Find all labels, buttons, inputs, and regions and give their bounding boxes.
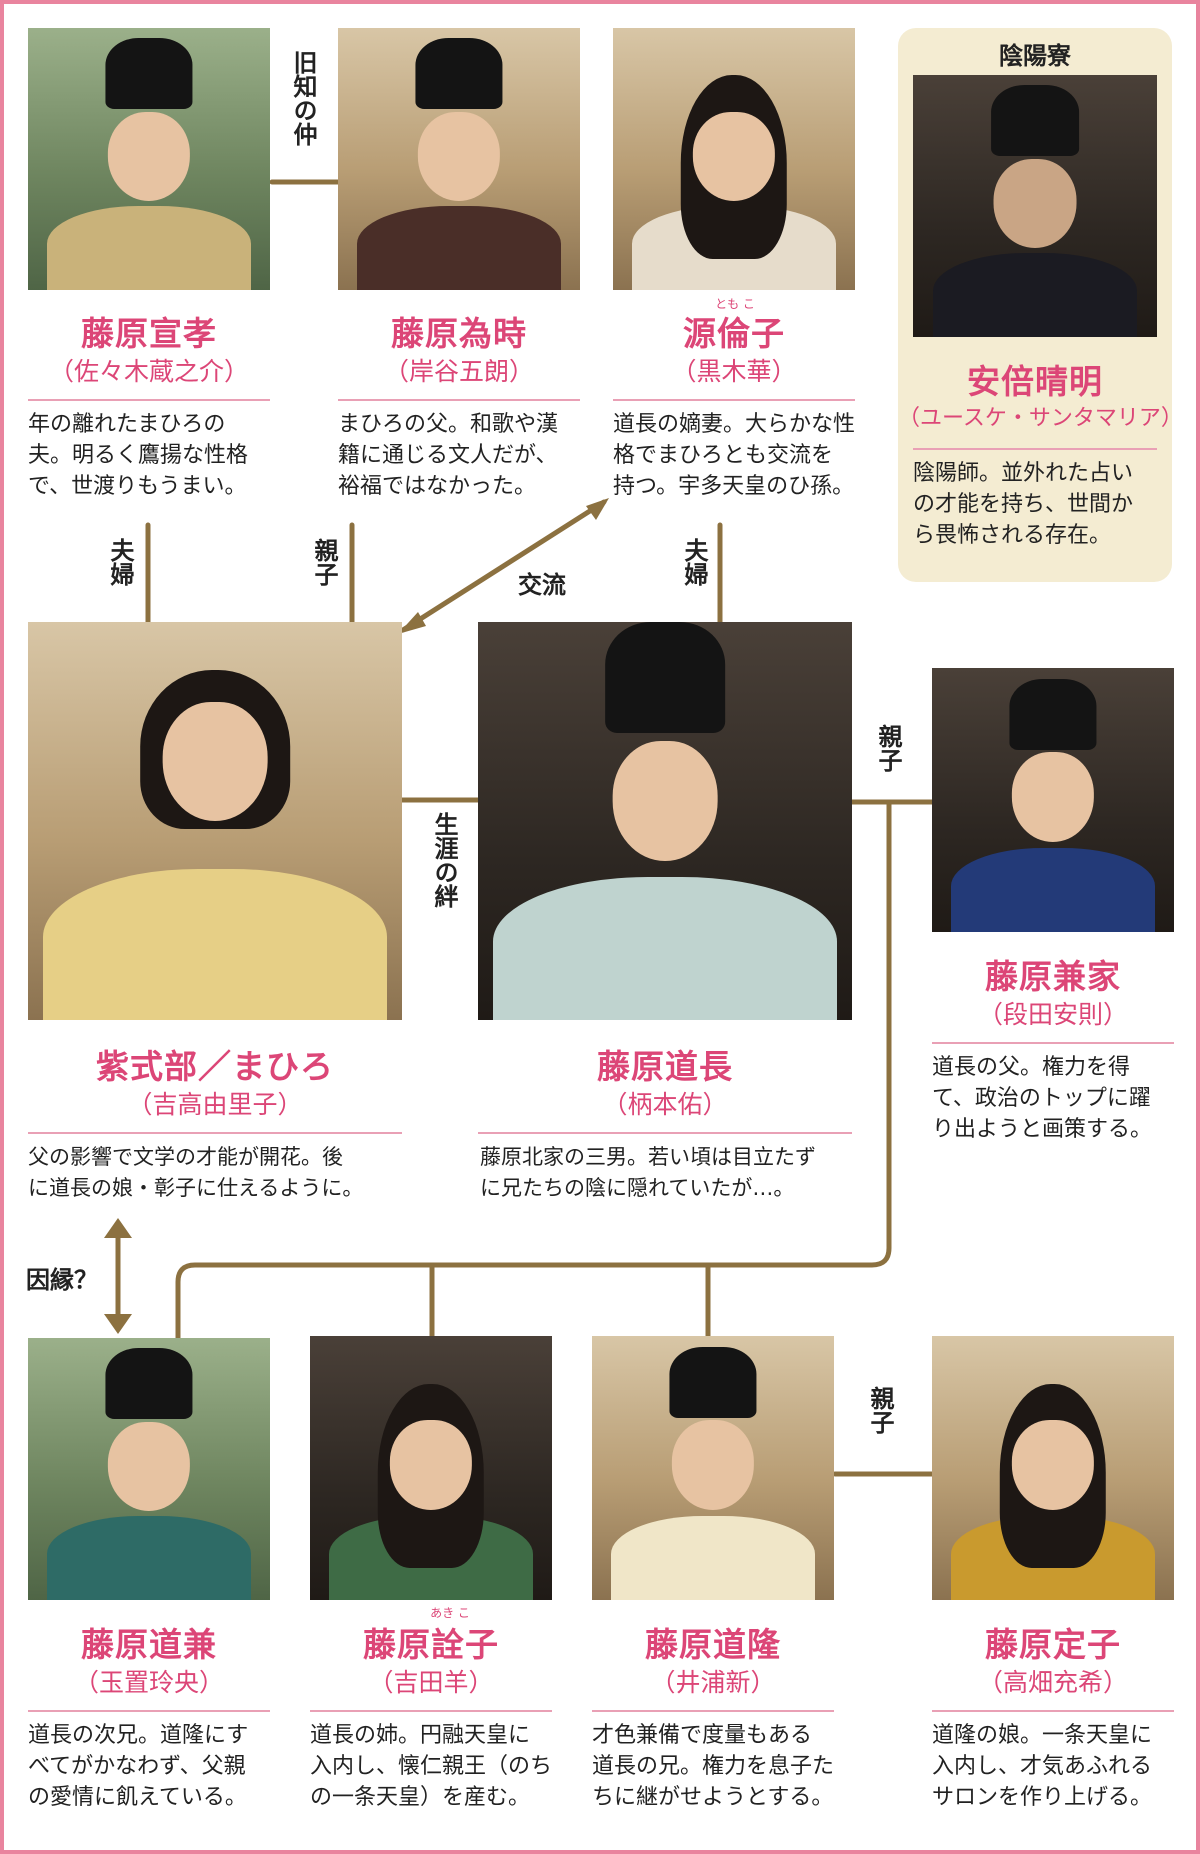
name-mahiro: 紫式部／まひろ <box>96 1047 334 1086</box>
divider-michinaga <box>478 1132 852 1134</box>
arrow-innen-up <box>104 1218 132 1238</box>
actor-michikane: （玉置玲央） <box>73 1668 224 1697</box>
divider-michikane <box>28 1710 270 1712</box>
arrow-koryu-down <box>398 612 426 634</box>
divider-tametoki <box>338 399 580 401</box>
photo-seimei <box>913 75 1157 337</box>
actor-teishi: （高畑充希） <box>977 1668 1128 1697</box>
name-michikane: 藤原道兼 <box>81 1625 217 1664</box>
name-tametoki: 藤原為時 <box>391 314 527 353</box>
label-oyako-tametoki: 親子 <box>310 538 338 586</box>
label-koryu: 交流 <box>518 571 566 599</box>
name-nobutaka: 藤原宣孝 <box>81 314 217 353</box>
ruby-akiko: あき こ <box>430 1606 470 1620</box>
photo-nobutaka <box>28 28 270 290</box>
arrow-koryu-up <box>586 498 609 520</box>
actor-tomoko: （黒木華） <box>671 357 797 386</box>
actor-michitaka: （井浦新） <box>650 1668 776 1697</box>
name-seimei: 安倍晴明 <box>967 362 1103 401</box>
actor-akiko: （吉田羊） <box>368 1668 494 1697</box>
photo-michikane <box>28 1338 270 1600</box>
desc-teishi: 道隆の娘。一条天皇に入内し、才気あふれるサロンを作り上げる。 <box>932 1723 1153 1810</box>
desc-michinaga: 藤原北家の三男。若い頃は目立たずに兄たちの陰に隠れていたが…。 <box>480 1145 816 1200</box>
ruby-tomoko: とも こ <box>715 297 755 311</box>
actor-nobutaka: （佐々木蔵之介） <box>48 357 249 386</box>
label-fufu-right: 夫婦 <box>680 538 708 586</box>
divider-teishi <box>932 1710 1174 1712</box>
desc-akiko: 道長の姉。円融天皇に入内し、懐仁親王（のちの一条天皇）を産む。 <box>310 1723 553 1810</box>
label-oyako-kaneie: 親子 <box>874 724 902 772</box>
actor-seimei: （ユースケ・サンタマリア） <box>898 406 1183 431</box>
label-shogai: 生涯の絆 <box>430 812 458 908</box>
photo-teishi <box>932 1336 1174 1600</box>
desc-kaneie: 道長の父。権力を得て、政治のトップに躍り出ようと画策する。 <box>932 1055 1153 1142</box>
label-oyako-teishi: 親子 <box>866 1386 894 1434</box>
name-akiko: 藤原詮子 <box>363 1625 499 1664</box>
divider-mahiro <box>28 1132 402 1134</box>
divider-seimei <box>913 448 1157 450</box>
desc-tametoki: まひろの父。和歌や漢籍に通じる文人だが、裕福ではなかった。 <box>338 412 559 499</box>
divider-michitaka <box>592 1710 834 1712</box>
name-michitaka: 藤原道隆 <box>645 1625 781 1664</box>
desc-nobutaka: 年の離れたまひろの夫。明るく鷹揚な性格で、世渡りもうまい。 <box>28 412 249 499</box>
desc-tomoko: 道長の嫡妻。大らかな性格でまひろとも交流を持つ。宇多天皇のひ孫。 <box>613 412 856 499</box>
name-kaneie: 藤原兼家 <box>985 957 1121 996</box>
divider-kaneie <box>932 1042 1174 1044</box>
photo-michinaga <box>478 622 852 1020</box>
name-teishi: 藤原定子 <box>985 1625 1121 1664</box>
actor-mahiro: （吉高由里子） <box>127 1090 303 1119</box>
actor-kaneie: （段田安則） <box>977 1000 1128 1029</box>
desc-michitaka: 才色兼備で度量もある道長の兄。権力を息子たちに継がせようとする。 <box>592 1723 835 1810</box>
arrow-innen-down <box>104 1314 132 1334</box>
onmyoryo-title: 陰陽寮 <box>999 42 1071 70</box>
actor-michinaga: （柄本佑） <box>602 1090 728 1119</box>
label-fufu-left: 夫婦 <box>106 538 134 586</box>
photo-akiko <box>310 1336 552 1600</box>
desc-seimei: 陰陽師。並外れた占いの才能を持ち、世間から畏怖される存在。 <box>913 461 1134 548</box>
divider-tomoko <box>613 399 855 401</box>
line-kaneie-children <box>175 799 892 1341</box>
divider-nobutaka <box>28 399 270 401</box>
actor-tametoki: （岸谷五朗） <box>383 357 534 386</box>
photo-michitaka <box>592 1336 834 1600</box>
name-tomoko: 源倫子 <box>683 314 785 353</box>
divider-akiko <box>310 1710 552 1712</box>
label-kyuchi: 旧知の仲 <box>289 50 317 146</box>
desc-michikane: 道長の次兄。道隆にすべてがかなわず、父親の愛情に飢えている。 <box>28 1723 249 1810</box>
photo-kaneie <box>932 668 1174 932</box>
desc-mahiro: 父の影響で文学の才能が開花。後に道長の娘・彰子に仕えるように。 <box>28 1145 364 1200</box>
photo-tametoki <box>338 28 580 290</box>
line-koryu <box>400 499 607 633</box>
photo-tomoko <box>613 28 855 290</box>
label-innen: 因縁？ <box>26 1266 98 1294</box>
name-michinaga: 藤原道長 <box>597 1047 733 1086</box>
photo-mahiro <box>28 622 402 1020</box>
